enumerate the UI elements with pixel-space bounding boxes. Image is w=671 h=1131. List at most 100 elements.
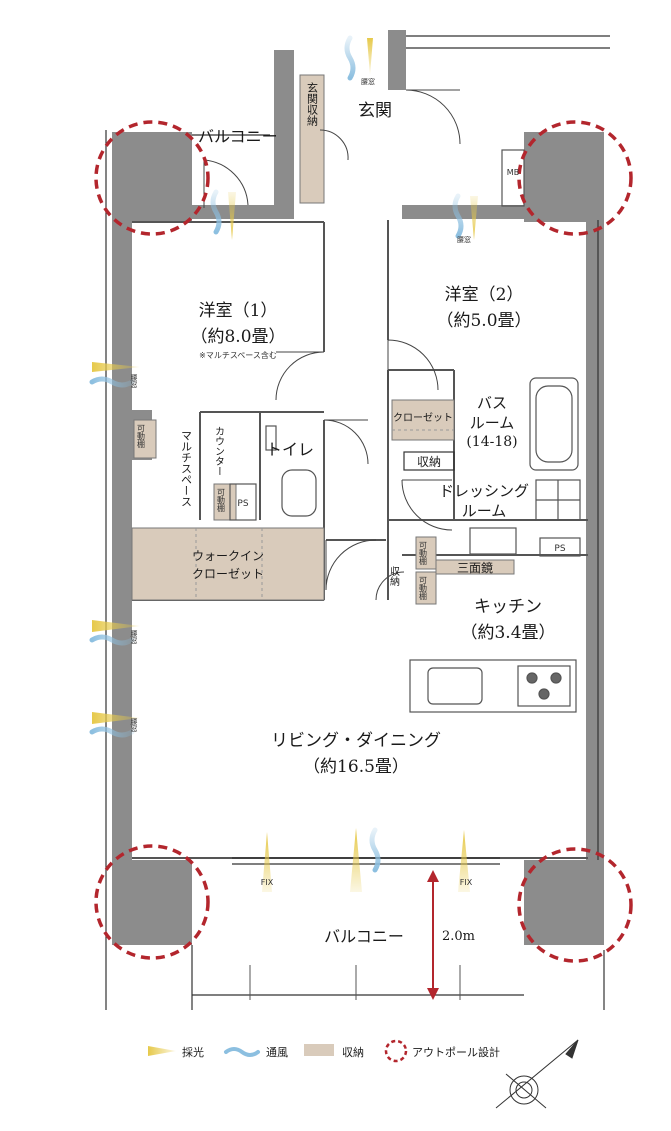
ventilation-icon	[89, 376, 135, 388]
legend: 採光 通風 収納 アウトポール設計	[148, 1039, 500, 1063]
fix-label: FIX	[460, 878, 473, 887]
walk-in-closet-label-2: クローゼット	[192, 567, 264, 581]
wall-left	[112, 220, 132, 860]
ps-box-1	[229, 483, 257, 521]
legend-ventilation: 通風	[266, 1046, 288, 1059]
storage-label: 収納	[417, 455, 441, 469]
wall-pillar-top-right	[524, 132, 604, 222]
bath-label-2: ルーム	[470, 414, 515, 432]
door-toilet	[323, 419, 369, 465]
storage-areas	[131, 74, 515, 605]
movable-shelf-label: 可動棚	[419, 541, 428, 566]
toilet-sink	[265, 425, 277, 451]
three-mirror-label: 三面鏡	[457, 560, 493, 575]
outpole-ring-bottom-left	[94, 844, 210, 960]
wall-pillar-top-left	[112, 132, 192, 222]
movable-shelf-k2	[415, 571, 437, 605]
multi-space-label: マルチスペース	[180, 430, 193, 507]
kitchen-size: （約3.4畳）	[460, 623, 555, 643]
daylight-icon	[92, 620, 140, 632]
bath-label-1: バス	[477, 394, 507, 412]
ps-box-2	[539, 537, 581, 557]
bath-label-3: (14-18)	[466, 434, 517, 450]
dressing-label-1: ドレッシング	[439, 482, 529, 500]
wall-entry-right	[388, 30, 406, 90]
daylight-icon	[458, 830, 470, 892]
wall-room1-top	[192, 205, 294, 219]
dimension-label: 2.0m	[442, 929, 475, 944]
outer-lines	[105, 35, 610, 1010]
movable-shelf-label: 可動棚	[217, 488, 226, 513]
kitchen-name: キッチン	[474, 597, 542, 617]
window-label: 腰窓	[130, 374, 138, 388]
outpole-ring-top-right	[517, 120, 633, 236]
window-label: 腰窓	[130, 630, 138, 644]
movable-shelf-k1	[415, 536, 437, 570]
ventilation-legend-icon	[224, 1047, 260, 1057]
walk-in-closet	[131, 527, 325, 601]
western-room-1-note: ※マルチスペース含む	[199, 350, 277, 360]
legend-outpole: アウトポール設計	[412, 1045, 500, 1059]
western-room-2-name: 洋室（2）	[445, 285, 524, 305]
entrance-storage	[299, 74, 325, 204]
door-living	[325, 539, 377, 591]
living-size: （約16.5畳）	[303, 757, 409, 777]
ventilation-icon	[89, 726, 135, 738]
closet-label: クローゼット	[393, 412, 453, 424]
balcony-bottom-label: バルコニー	[324, 927, 404, 946]
door-room2	[387, 339, 439, 391]
toilet-bowl	[281, 469, 317, 517]
doors	[203, 89, 461, 601]
counter-label: カウンター	[213, 426, 225, 476]
western-room-1-name: 洋室（1）	[199, 301, 278, 321]
western-room-1-size: （約8.0畳）	[190, 327, 285, 347]
outpole-ring-top-left	[94, 120, 210, 236]
daylight-icon	[350, 828, 362, 892]
legend-storage: 収納	[342, 1046, 364, 1059]
balcony-depth-dimension: 2.0m	[427, 870, 475, 1000]
kitchen-counter	[409, 659, 577, 713]
storage-vertical-label: 収納	[388, 566, 400, 587]
window-label: 腰窓	[457, 235, 471, 244]
wall-pillar-bottom-right	[524, 860, 604, 945]
storage-legend-swatch	[304, 1044, 334, 1056]
daylight-icon	[262, 832, 272, 892]
door-room1	[275, 351, 325, 401]
daylight-icon	[470, 196, 478, 240]
wall-entry-left	[274, 50, 294, 205]
mb-label: MB	[507, 168, 519, 177]
western-room-2-size: （約5.0畳）	[436, 311, 531, 331]
ps-label: PS	[554, 544, 565, 554]
entrance-storage-label: 玄関収納	[306, 81, 319, 127]
door-dressing	[401, 479, 453, 531]
movable-shelf-label: 可動棚	[419, 576, 428, 601]
window-label: 腰窓	[130, 718, 138, 732]
dressing-label-2: ルーム	[462, 502, 507, 520]
outpole-legend-icon	[384, 1039, 408, 1063]
door-entrance	[405, 89, 461, 145]
entrance-label: 玄関	[358, 101, 392, 121]
daylight-legend-icon	[148, 1046, 176, 1056]
wall-room2-top	[402, 205, 532, 219]
walk-in-closet-label-1: ウォークイン	[192, 549, 264, 563]
ventilation-icon	[344, 35, 356, 81]
fix-label: FIX	[261, 878, 274, 887]
balcony-top-label: バルコニー	[198, 127, 278, 146]
door-storage	[375, 571, 405, 601]
toilet-label: トイレ	[266, 440, 314, 459]
outpole-ring-bottom-right	[517, 847, 633, 963]
ventilation-icon	[369, 827, 381, 873]
vanity-sink	[469, 527, 517, 555]
daylight-icon	[367, 38, 373, 75]
mb-box	[501, 149, 525, 207]
daylight-markers	[92, 38, 478, 892]
ventilation-icon	[210, 189, 222, 235]
stove	[517, 665, 571, 707]
daylight-icon	[228, 192, 236, 240]
daylight-icon	[92, 712, 140, 724]
ps-label: PS	[237, 499, 248, 509]
three-mirror-shelf	[435, 559, 515, 575]
window-label: 腰窓	[361, 77, 375, 86]
ventilation-icon	[89, 634, 135, 646]
